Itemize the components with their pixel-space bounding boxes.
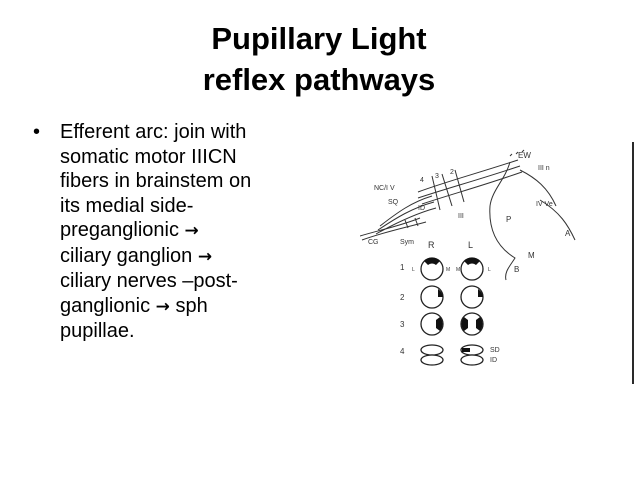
- small-label-l2: L: [488, 267, 491, 273]
- title-line-1: Pupillary Light: [211, 21, 427, 56]
- pupil-right-3: [420, 312, 444, 336]
- diagram-label-iii: III: [458, 213, 464, 220]
- shading-r3: [436, 317, 443, 331]
- diagram-label-num2: 2: [450, 169, 454, 176]
- row-label-1: 1: [400, 263, 405, 272]
- shading-r2: [438, 289, 443, 297]
- diagram-label-ncv: NC/I V: [374, 185, 395, 192]
- pathway-line-5: [377, 201, 435, 231]
- pupil-circles: [420, 257, 484, 366]
- bullet-marker: •: [33, 121, 41, 143]
- diagram-label-p: P: [506, 215, 511, 224]
- pathway-line-8: [361, 221, 427, 241]
- bullet-line-5-text: preganglionic: [60, 219, 179, 241]
- pathway-line-4: [379, 195, 433, 227]
- row-label-3: 3: [400, 320, 405, 329]
- bullet-text: Efferent arc: join with somatic motor II…: [60, 120, 335, 344]
- pupil-shading: [424, 257, 483, 352]
- arrow-icon: →: [197, 246, 213, 267]
- diagram-label-m: M: [528, 251, 535, 260]
- brainstem-outline: [489, 205, 516, 281]
- bullet-line-1: Efferent arc: join with: [60, 121, 247, 143]
- pathway-line-6: [375, 207, 437, 235]
- bullet-line-9: pupillae.: [60, 320, 135, 342]
- pupil-right-4-top: [420, 344, 444, 356]
- small-label-l: L: [412, 267, 415, 273]
- bullet-line-8-tail: sph: [175, 294, 208, 317]
- diagram-label-ivve: IV Ve: [536, 201, 553, 208]
- diagram-label-l: L: [468, 240, 473, 250]
- shading-r1: [424, 257, 440, 265]
- shading-l3-right: [476, 317, 483, 331]
- diagram-label-a: A: [565, 229, 571, 238]
- pathway-line-13: [489, 161, 511, 207]
- diagram-label-cg: CG: [368, 239, 379, 246]
- diagram-label-b: B: [514, 265, 519, 274]
- peduncle-outline: [539, 199, 576, 241]
- pathway-line-14: [519, 169, 557, 207]
- bullet-line-8-text: ganglionic: [60, 294, 151, 317]
- diagram-label-num4: 4: [420, 177, 424, 184]
- pathway-line-1: [417, 159, 519, 193]
- arrow-icon: →: [155, 296, 170, 317]
- row-label-2: 2: [400, 293, 405, 302]
- pathway-line-7: [359, 217, 421, 237]
- pathway-line-3: [421, 171, 523, 205]
- slide-edge-divider: [632, 142, 634, 384]
- slide-title: Pupillary Light reflex pathways: [0, 18, 638, 100]
- pupil-left-4-bottom: [460, 354, 484, 366]
- title-line-2: reflex pathways: [202, 62, 436, 97]
- small-label-m2: M: [456, 267, 460, 273]
- bullet-line-6: ciliary ganglion →: [60, 244, 335, 270]
- small-label-m1: M: [446, 267, 450, 273]
- shading-l4: [462, 348, 470, 352]
- diagram-label-id-bottom: ID: [490, 357, 497, 364]
- bullet-line-5: preganglionic →: [60, 218, 335, 244]
- pathway-diagram-svg: EW III n NC/I V 4 3 2 SQ ID III P IV Ve …: [359, 149, 576, 366]
- diagram-label-ew: EW: [518, 151, 531, 160]
- diagram-label-num3: 3: [435, 173, 439, 180]
- diagram-label-id-top: ID: [418, 205, 425, 212]
- bullet-line-2: somatic motor IIICN: [60, 145, 237, 168]
- pathway-line-10: [431, 175, 441, 211]
- pathway-line-11: [441, 173, 453, 207]
- shading-l2: [478, 289, 483, 297]
- shading-l1: [464, 257, 480, 265]
- shading-l3-left: [461, 317, 468, 331]
- ew-hatching: [509, 149, 525, 157]
- diagram-label-r: R: [428, 240, 435, 250]
- pupil-right-4-bottom: [420, 354, 444, 366]
- pupillary-pathway-diagram: EW III n NC/I V 4 3 2 SQ ID III P IV Ve …: [359, 140, 610, 385]
- pupil-left-3: [460, 312, 484, 336]
- diagram-label-sd: SD: [490, 347, 500, 354]
- diagram-label-sym: Sym: [400, 239, 414, 246]
- bullet-line-7: ciliary nerves –post-: [60, 270, 238, 292]
- arrow-icon: →: [184, 221, 199, 241]
- diagram-label-iiin: III n: [538, 165, 550, 172]
- pathway-line-12: [454, 169, 465, 203]
- bullet-line-4: its medial side-: [60, 194, 194, 217]
- row-label-4: 4: [400, 347, 405, 356]
- diagram-label-sq: SQ: [388, 199, 399, 206]
- nerve-pathway-lines: [359, 149, 576, 281]
- bullet-line-6-text: ciliary ganglion: [60, 244, 193, 267]
- pathway-line-9: [404, 217, 419, 229]
- bullet-line-8: ganglionic → sph: [60, 294, 335, 320]
- bullet-line-3: fibers in brainstem on: [60, 170, 252, 192]
